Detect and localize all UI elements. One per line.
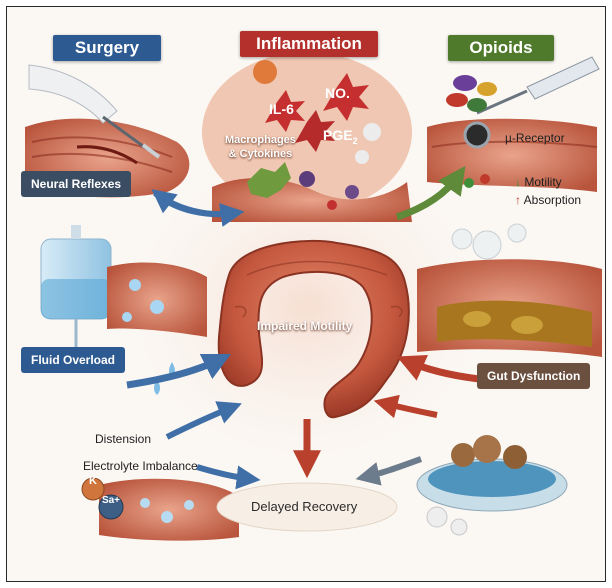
motility-down-arrow-icon: ↓ xyxy=(515,175,521,189)
no-label: NO. xyxy=(325,85,350,101)
electrolyte-illustration xyxy=(82,478,239,541)
potassium-badge: K xyxy=(83,475,103,487)
opioids-banner: Opioids xyxy=(448,35,554,61)
surgery-banner-text: Surgery xyxy=(75,38,139,57)
gut-dysfunction-label: Gut Dysfunction xyxy=(487,369,580,383)
fluid-overload-label: Fluid Overload xyxy=(31,353,115,367)
impaired-motility-label: Impaired Motility xyxy=(257,319,352,333)
opioids-banner-text: Opioids xyxy=(469,38,532,57)
surgery-banner: Surgery xyxy=(53,35,161,61)
fluid-overload-plate: Fluid Overload xyxy=(21,347,125,373)
absorption-row: ↑ Absorption xyxy=(515,193,581,207)
macrophages-line2: & Cytokines xyxy=(225,147,296,161)
delayed-recovery-label: Delayed Recovery xyxy=(251,499,357,514)
motility-row: ↓ Motility xyxy=(515,175,562,189)
distension-label: Distension xyxy=(95,432,151,446)
absorption-up-arrow-icon: ↑ xyxy=(515,193,521,207)
motility-label: Motility xyxy=(524,175,561,189)
illustration-layer xyxy=(7,7,606,582)
macrophages-line1: Macrophages xyxy=(225,133,296,147)
infographic-frame: Surgery Inflammation Opioids NO. IL-6 PG… xyxy=(6,6,606,582)
opioids-illustration xyxy=(427,57,599,192)
macrophages-label: Macrophages & Cytokines xyxy=(225,133,296,161)
pge2-text: PGE xyxy=(323,127,353,143)
electrolyte-imbalance-label: Electrolyte Imbalance xyxy=(83,459,198,473)
neural-reflexes-label: Neural Reflexes xyxy=(31,177,121,191)
inflammation-banner-text: Inflammation xyxy=(256,34,362,53)
absorption-label: Absorption xyxy=(524,193,581,207)
sodium-badge: Sa+ xyxy=(99,495,123,506)
pge2-label: PGE2 xyxy=(323,127,358,146)
gut-dysfunction-plate: Gut Dysfunction xyxy=(477,363,590,389)
neural-reflexes-plate: Neural Reflexes xyxy=(21,171,131,197)
inflammation-banner: Inflammation xyxy=(240,31,378,57)
pge2-subscript: 2 xyxy=(353,136,358,146)
il6-label: IL-6 xyxy=(269,101,294,117)
mu-receptor-label: µ-Receptor xyxy=(505,131,565,145)
